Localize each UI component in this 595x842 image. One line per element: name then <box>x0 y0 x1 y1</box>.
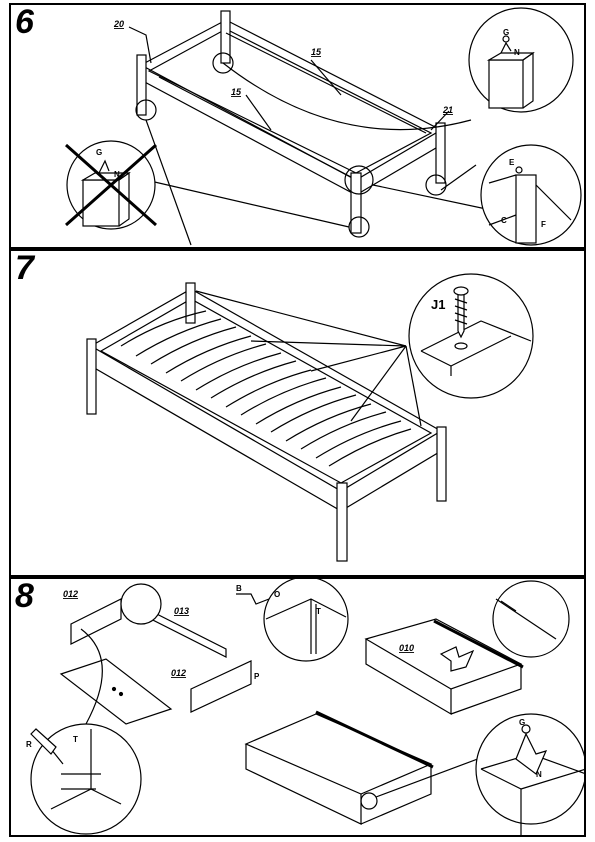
hardware-label-r: R <box>26 740 32 749</box>
step-6-panel: 6 <box>9 3 586 249</box>
hardware-label-g: G <box>503 28 509 37</box>
hardware-label-g: G <box>96 148 102 157</box>
part-label-012: 012 <box>171 668 186 678</box>
step-7-panel: 7 <box>9 249 586 577</box>
hardware-label-n: N <box>514 48 520 57</box>
hardware-label-t: T <box>316 607 321 616</box>
part-label-20: 20 <box>113 19 124 29</box>
part-label-010: 010 <box>399 643 414 653</box>
step-number: 7 <box>15 249 34 287</box>
hardware-label-p: P <box>254 672 260 681</box>
hardware-label-o: O <box>274 590 280 599</box>
hardware-label-g: G <box>519 718 525 727</box>
hardware-label-b: B <box>236 584 242 593</box>
step-number: 8 <box>15 577 34 615</box>
part-label-013: 013 <box>174 606 189 616</box>
part-label-012: 012 <box>63 589 78 599</box>
hardware-label-c: C <box>501 216 507 225</box>
part-label-21: 21 <box>442 105 453 115</box>
step-6-illustration: 20 15 15 21 G N G N E C F <box>65 7 582 246</box>
step-number: 6 <box>15 3 34 41</box>
hardware-label-e: E <box>509 158 515 167</box>
hardware-label-t: T <box>73 735 78 744</box>
hardware-label-n: N <box>536 770 542 779</box>
part-label-15: 15 <box>311 47 322 57</box>
step-8-panel: 8 <box>9 577 586 837</box>
screw-label-j1: J1 <box>431 297 445 312</box>
hardware-label-f: F <box>541 220 546 229</box>
hardware-label-n: N <box>114 170 120 179</box>
part-label-15: 15 <box>231 87 242 97</box>
step-7-illustration: J1 <box>86 273 534 562</box>
step-8-illustration: 012 013 012 P B O T 010 R T G N <box>26 579 584 835</box>
